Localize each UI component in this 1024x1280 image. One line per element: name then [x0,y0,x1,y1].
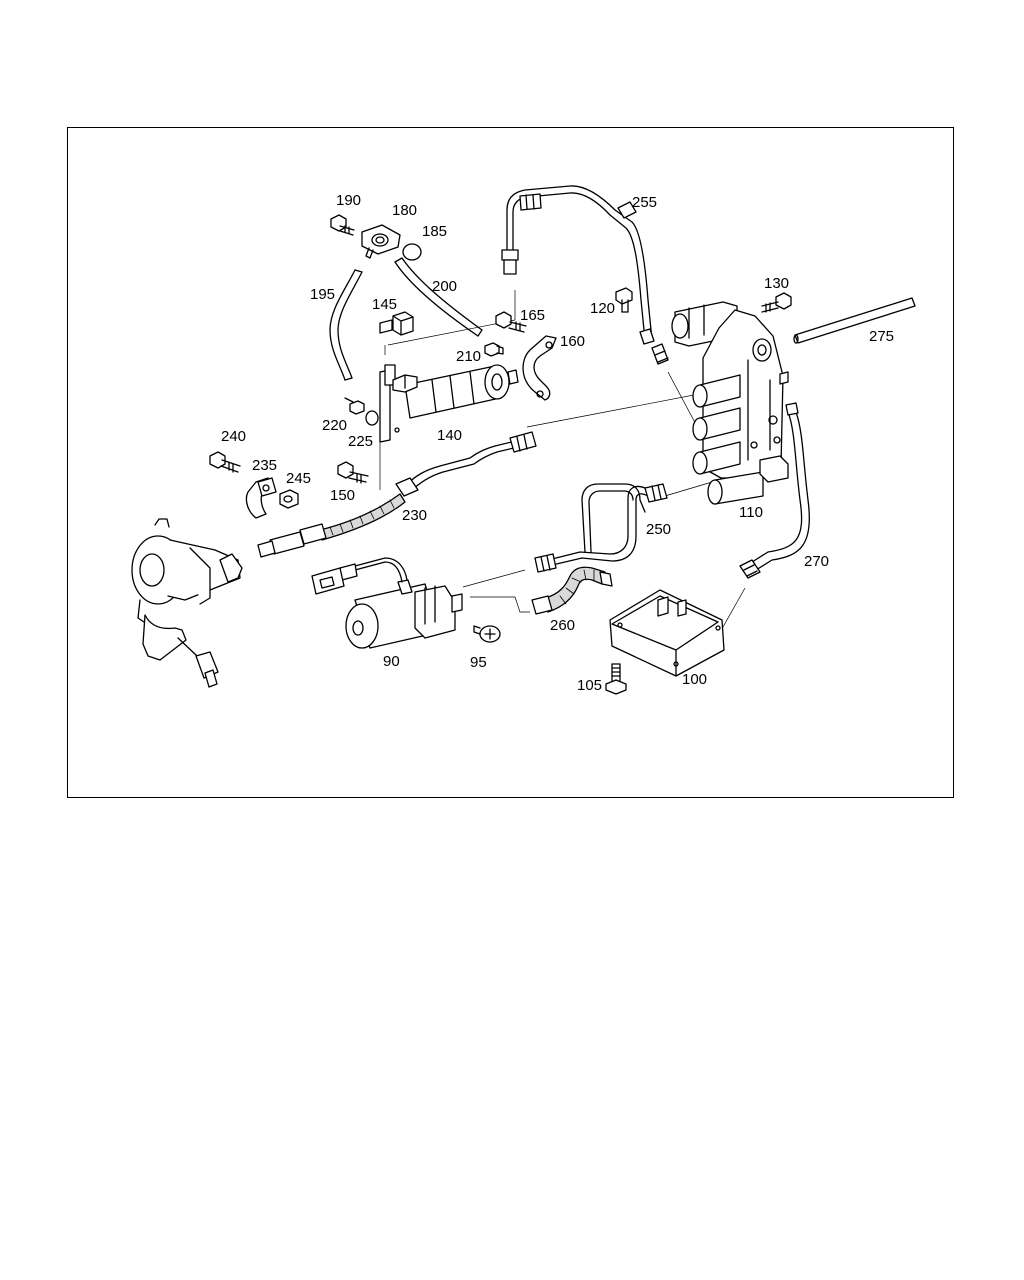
o-ring-185-icon [402,243,422,261]
callout-225: 225 [348,433,373,450]
callout-130: 130 [764,275,789,292]
callout-90: 90 [383,653,400,670]
flange-180-icon [361,224,401,259]
o-ring-225-icon [365,410,379,426]
callout-145: 145 [372,296,397,313]
fitting-220-icon [344,397,365,415]
screw-95-icon [473,625,501,643]
callout-250: 250 [646,521,671,538]
bushing-245-icon [279,489,299,509]
line-255-icon [501,185,669,365]
bolt-105-icon [605,663,627,695]
callout-200: 200 [432,278,457,295]
callout-105: 105 [577,677,602,694]
bolt-240-icon [209,451,241,473]
pump-140-icon [379,364,519,443]
bolt-130-icon [761,292,792,313]
callout-185: 185 [422,223,447,240]
callout-245: 245 [286,470,311,487]
valve-block-110-icon [639,301,789,505]
callout-labels: 190 180 185 195 200 145 165 210 160 255 … [221,192,894,694]
callout-150: 150 [330,487,355,504]
callout-190: 190 [336,192,361,209]
callout-255: 255 [632,194,657,211]
bolt-190-icon [330,214,355,236]
rod-275-icon [793,297,916,344]
bolt-165-icon [495,311,527,333]
callout-210: 210 [456,348,481,365]
callout-270: 270 [804,553,829,570]
hose-270-icon [739,402,810,579]
hose-260-icon [531,566,613,615]
bolt-120-icon [615,287,633,313]
callout-275: 275 [869,328,894,345]
callout-110: 110 [739,504,763,521]
clamp-bracket-160-icon [522,335,557,401]
tube-250-icon [534,483,668,573]
slave-cylinder-icon [131,518,243,688]
callout-220: 220 [322,417,347,434]
bolt-150-icon [337,461,369,484]
callout-120: 120 [590,300,615,317]
callout-260: 260 [550,617,575,634]
callout-95: 95 [470,654,487,671]
callout-165: 165 [520,307,545,324]
callout-195: 195 [310,286,335,303]
hose-195-icon [329,269,363,381]
callout-235: 235 [252,457,277,474]
callout-240: 240 [221,428,246,445]
clamp-235-icon [245,477,277,519]
sensor-145-icon [379,311,414,336]
fitting-210-icon [484,342,504,357]
callout-140: 140 [437,427,462,444]
callout-230: 230 [402,507,427,524]
callout-100: 100 [682,671,707,688]
hose-200-icon [394,257,483,337]
line-230-icon [257,431,537,558]
callout-160: 160 [560,333,585,350]
oil-pan-100-icon [609,589,725,677]
motor-90-icon [311,557,463,649]
callout-180: 180 [392,202,417,219]
